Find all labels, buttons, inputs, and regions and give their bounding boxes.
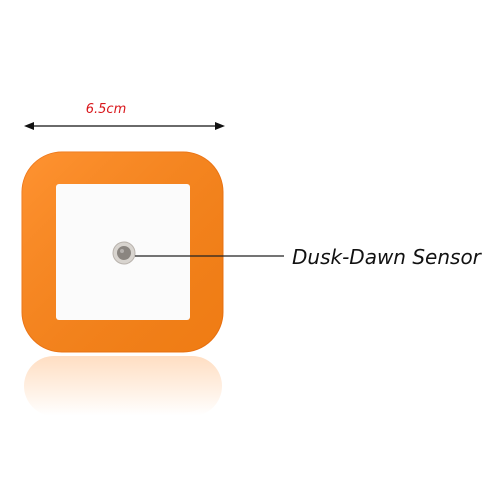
light-sensor-icon	[117, 246, 131, 260]
arrowhead-right-icon	[215, 122, 225, 130]
sensor-highlight	[120, 249, 124, 253]
device-reflection	[24, 356, 222, 416]
sensor-callout-label: Dusk-Dawn Sensor	[292, 245, 481, 269]
width-dimension-label: 6.5cm	[85, 102, 127, 117]
arrowhead-left-icon	[24, 122, 34, 130]
